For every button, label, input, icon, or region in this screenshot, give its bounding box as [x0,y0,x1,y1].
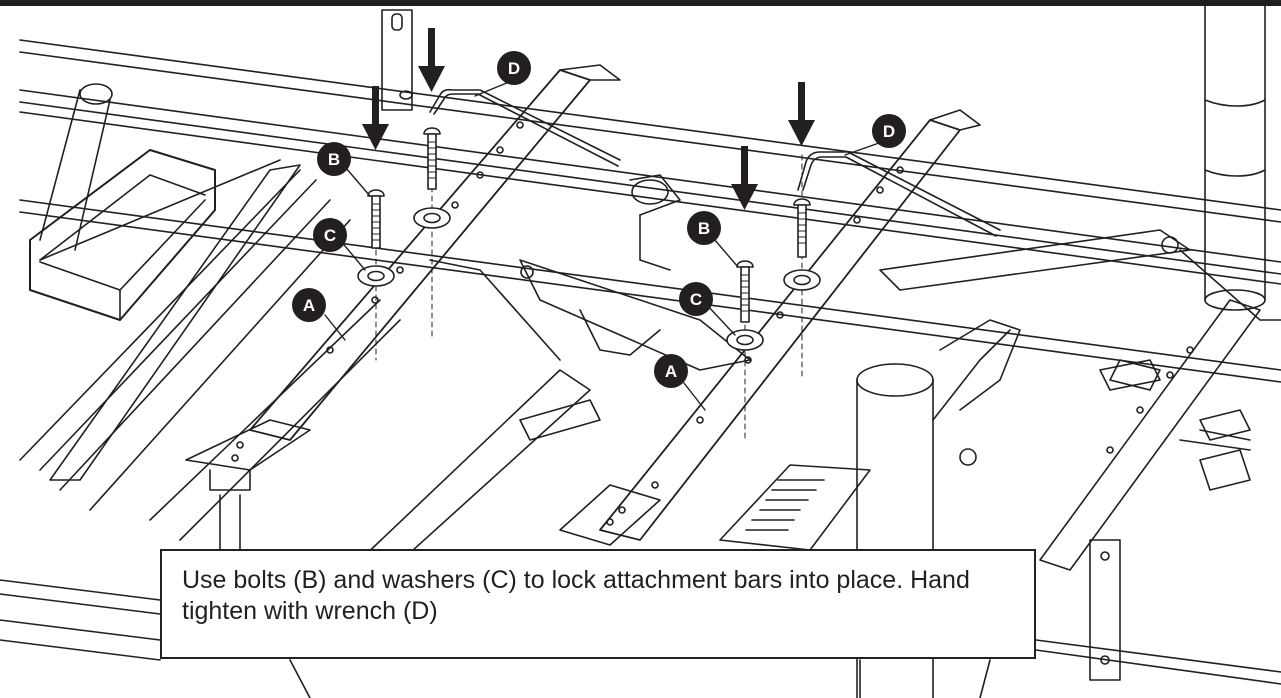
arrow-down-icon [362,86,389,150]
vent-grille [719,464,871,551]
callout-d-right: D [872,114,906,148]
washer-right-rear [783,269,821,291]
arrow-down-icon [731,146,758,210]
right-lift-arm [519,229,1281,371]
callout-b-right: B [687,211,721,245]
right-column [1204,0,1266,311]
instruction-caption: Use bolts (B) and washers (C) to lock at… [160,549,1036,659]
svg-text:B: B [698,219,710,238]
front-frame-rails [0,579,1281,685]
bolt-left [367,189,385,249]
left-attachment-bar [185,64,621,621]
bolt-left-rear [423,127,441,190]
callout-a-left: A [292,288,326,322]
left-post [381,9,413,111]
middle-slats [49,164,591,581]
svg-text:B: B [328,150,340,169]
svg-text:A: A [303,296,315,315]
top-border [0,0,1281,6]
arrows [362,28,815,210]
leader-lines [324,81,880,411]
arrow-down-icon [418,28,445,92]
lower-brackets [289,359,1251,698]
wrench-left [429,88,621,167]
svg-text:A: A [665,362,677,381]
left-motor [29,149,216,321]
wrench-right [797,151,1001,237]
washer-left-rear [413,207,451,229]
callout-c-right: C [679,282,713,316]
caption-text: Use bolts (B) and washers (C) to lock at… [182,566,970,625]
right-cross-frame [1039,299,1261,681]
svg-text:C: C [690,290,702,309]
washer-right [726,329,764,351]
callouts: A B C D A B C [292,51,906,388]
washer-left [357,265,395,287]
right-attachment-bar [559,109,981,546]
callout-c-left: C [313,218,347,252]
svg-text:C: C [324,226,336,245]
left-roller [39,83,113,251]
callout-a-right: A [654,354,688,388]
callout-d-left: D [497,51,531,85]
bolt-right-rear [793,198,811,258]
middle-roller [629,174,681,271]
rear-frame-rails [19,39,1281,383]
left-slats [19,159,401,541]
arrow-down-icon [788,82,815,146]
bolt-right [736,260,754,323]
callout-b-left: B [317,142,351,176]
svg-text:D: D [508,59,520,78]
svg-text:D: D [883,122,895,141]
